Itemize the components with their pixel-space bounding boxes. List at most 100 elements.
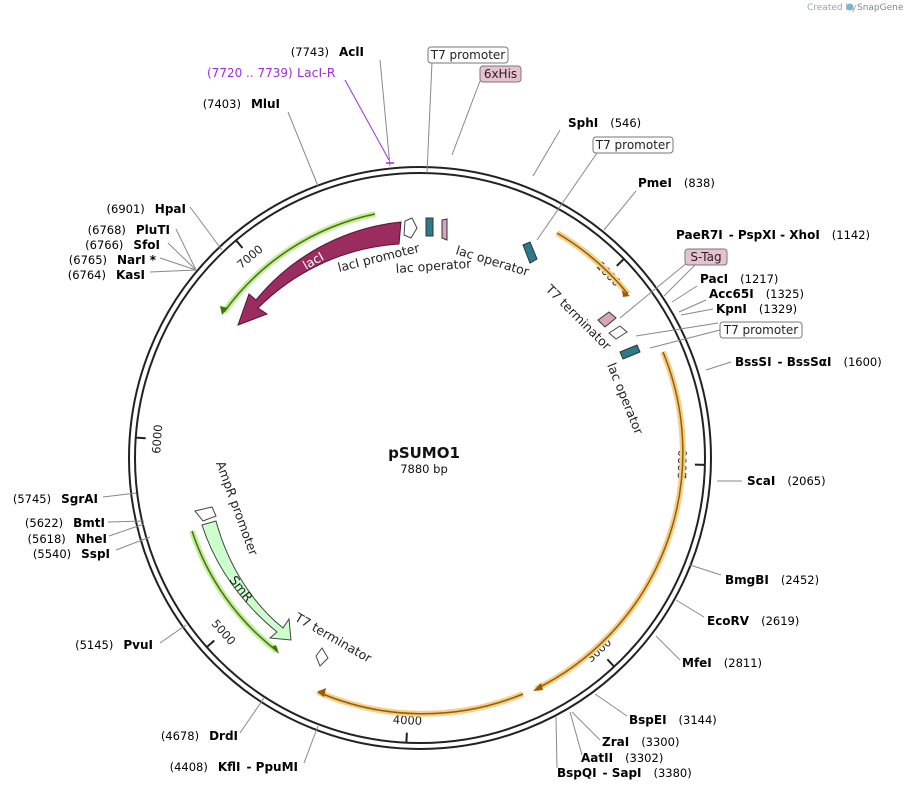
tick-mark — [616, 258, 625, 267]
enzyme-name: Acc65I — [709, 287, 754, 301]
enzyme-position: (4678) — [161, 729, 199, 743]
enzyme-label-drdi: (4678) DrdI — [161, 729, 238, 743]
enzyme-name: PaeR7I — [676, 228, 723, 242]
tick-mark — [206, 639, 215, 648]
smr-arrow — [201, 520, 292, 641]
enzyme-name: - BssSαI — [778, 355, 832, 369]
green-arc-2 — [191, 530, 278, 652]
tick-mark — [606, 658, 615, 668]
laci-promoter-shape — [403, 217, 418, 239]
enzyme-name: - PpuMI — [247, 760, 299, 774]
green-arc-2-head — [271, 645, 279, 654]
enzyme-label-pvui: (5145) PvuI — [75, 638, 153, 652]
enzyme-label-ecorv: EcoRV (2619) — [707, 614, 799, 628]
credit-prefix: Created by — [807, 3, 857, 13]
enzyme-label-zrai: ZraI (3300) — [602, 735, 679, 749]
enzyme-position: (6768) — [88, 223, 126, 237]
enzyme-name: MfeI — [682, 656, 712, 670]
enzyme-name: NheI — [76, 532, 107, 546]
enzyme-position: (3300) — [641, 735, 679, 749]
enzyme-label-hpai: (6901)HpaI — [107, 202, 186, 216]
enzyme-position: (3380) — [654, 766, 692, 780]
enzyme-position: (6901) — [107, 202, 145, 216]
enzyme-name: PluTI — [136, 223, 170, 237]
enzyme-name: BspEI — [629, 713, 667, 727]
enzyme-name: SfoI — [133, 238, 160, 252]
enzyme-name: KasI — [116, 268, 145, 282]
enzyme-position: (7743) — [291, 45, 329, 59]
enzyme-name: AatII — [581, 751, 613, 765]
orange-arc-1-head — [622, 290, 630, 297]
credit-brand: SnapGene — [857, 3, 904, 13]
t7-terminator-2-shape — [315, 647, 329, 667]
enzyme-position: (5618) — [28, 532, 66, 546]
tick-label: 7000 — [234, 242, 265, 272]
enzyme-label-pluti: (6768) PluTI — [88, 223, 170, 237]
enzyme-position: (2452) — [781, 573, 819, 587]
tick-label: 6000 — [149, 424, 165, 454]
enzyme-label-mfei: MfeI(2811) — [682, 656, 762, 670]
orange-arc-3-head — [317, 688, 326, 697]
enzyme-name: ZraI — [602, 735, 629, 749]
enzyme-label-sphi: SphI(546) — [568, 116, 641, 130]
orange-arc-2 — [535, 351, 684, 690]
enzyme-name: MluI — [251, 97, 280, 111]
ampr-promoter-shape — [194, 506, 217, 522]
boxed-feature-t7prom1: T7 promoter — [427, 46, 509, 64]
enzyme-position: (5145) — [75, 638, 113, 652]
enzyme-position: (5540) — [33, 547, 71, 561]
enzyme-label-acli: (7743)AclI — [291, 45, 364, 59]
primer-name: LacI-R — [297, 65, 336, 80]
t7prom3-label: T7 promoter — [723, 323, 799, 337]
s-tag-shape — [597, 311, 617, 328]
enzyme-name: BmtI — [73, 516, 105, 530]
enzyme-position: (1600) — [844, 355, 882, 369]
enzyme-name: EcoRV — [707, 614, 750, 628]
enzyme-label-bmgbi: BmgBI (2452) — [725, 573, 819, 587]
t7-terminator-2-label: T7 terminator — [292, 609, 376, 666]
lac-operator-1-shape — [425, 217, 434, 237]
enzyme-label-bmti: (5622)BmtI — [25, 516, 105, 530]
enzyme-label-paci: PacI(1217) — [700, 272, 778, 286]
enzyme-name: PmeI — [638, 176, 672, 190]
enzyme-name: ScaI — [747, 474, 775, 488]
enzyme-label-pmei: PmeI(838) — [638, 176, 715, 190]
stag-label: S-Tag — [690, 250, 721, 264]
plasmid-name: pSUMO1 — [388, 444, 460, 462]
boxed-feature-t7prom2: T7 promoter — [592, 136, 674, 154]
enzyme-position: (546) — [610, 116, 641, 130]
enzyme-name: BssSI — [735, 355, 772, 369]
enzyme-label-kfli: (4408) KflI - PpuMI — [170, 760, 298, 774]
orange-arc-1 — [556, 232, 629, 295]
enzyme-label-sspi: (5540) SspI — [33, 547, 110, 561]
boxed-feature-t7prom3: T7 promoter — [719, 321, 803, 339]
enzyme-label-nhei: (5618) NheI — [28, 532, 107, 546]
laci-arrow — [237, 221, 402, 326]
tick-label: 5000 — [209, 617, 239, 648]
t7prom2-label: T7 promoter — [595, 138, 671, 152]
enzyme-name: SspI — [81, 547, 110, 561]
orange-arc-3 — [317, 691, 524, 715]
orange-arc-2-head — [533, 683, 543, 691]
enzyme-name: - PspXI - XhoI — [729, 228, 820, 242]
enzyme-name: DrdI — [209, 729, 238, 743]
enzyme-position: (6765) — [69, 253, 107, 267]
enzyme-name: KflI — [218, 760, 241, 774]
snapgene-logo-icon — [846, 3, 854, 11]
backbone-inner — [134, 172, 706, 744]
enzyme-name: NarI * — [117, 253, 157, 267]
enzyme-label-bspei: BspEI(3144) — [629, 713, 717, 727]
enzyme-label-sgrai: (5745)SgrAI — [13, 492, 98, 506]
enzyme-name: KpnI — [716, 302, 747, 316]
enzyme-position: (4408) — [170, 760, 208, 774]
enzyme-position: (2619) — [761, 614, 799, 628]
primer-range: (7720 .. 7739) — [207, 66, 293, 80]
boxed-feature-his: 6xHis — [479, 65, 522, 83]
enzyme-position: (3302) — [625, 751, 663, 765]
enzyme-name: PvuI — [123, 638, 153, 652]
enzyme-label-paer7i: PaeR7I- PspXI - XhoI(1142) — [676, 228, 870, 242]
enzyme-name: BmgBI — [725, 573, 769, 587]
enzyme-position: (5745) — [13, 492, 51, 506]
